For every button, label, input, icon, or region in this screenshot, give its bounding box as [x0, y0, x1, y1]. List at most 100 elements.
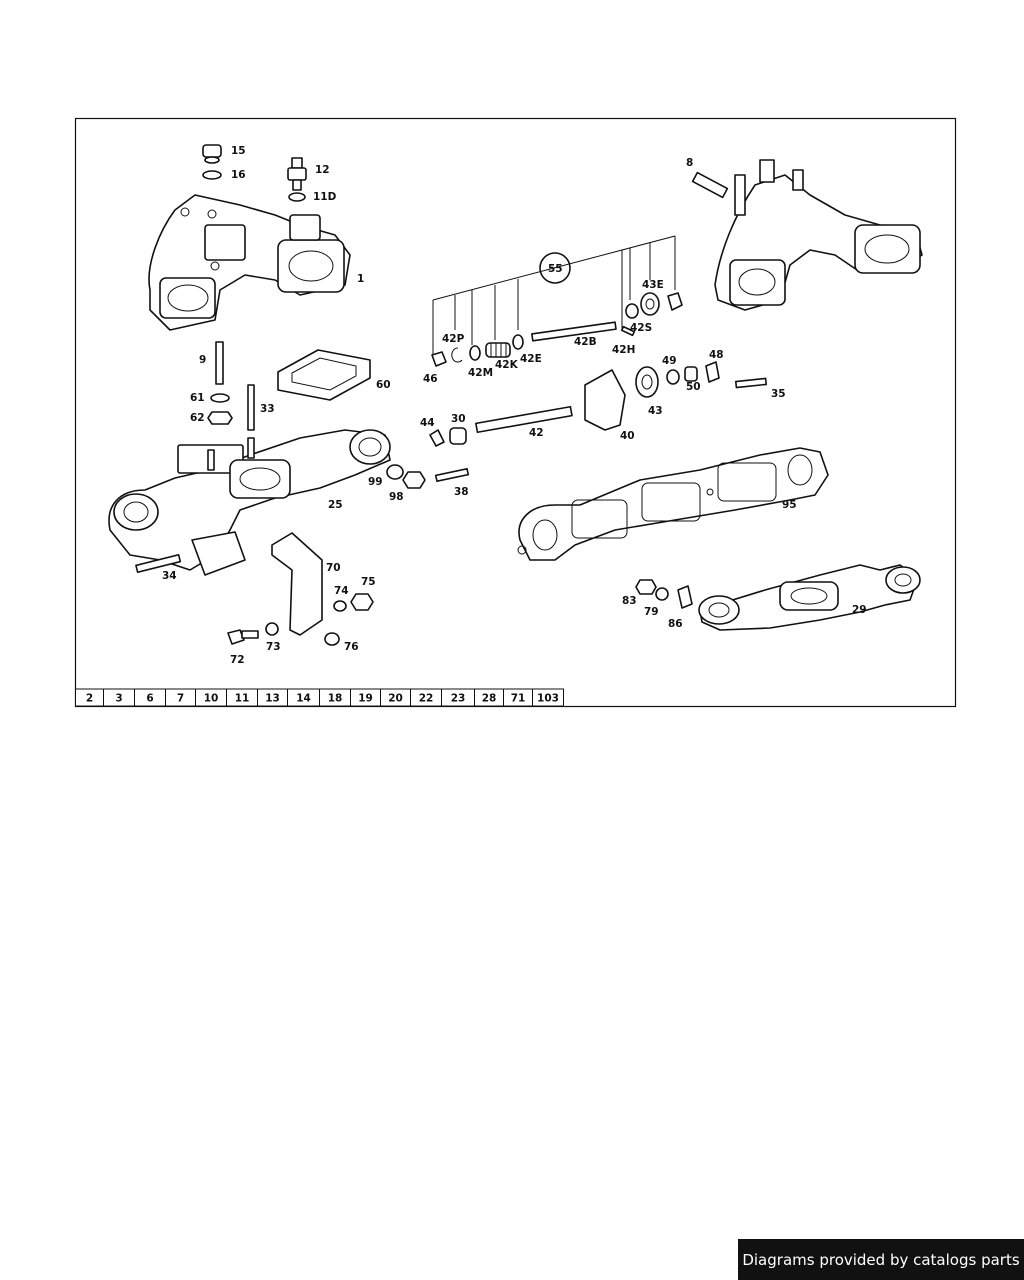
callout-label: 60	[376, 379, 391, 391]
gasket-part-95	[517, 447, 829, 561]
stud-part-34	[135, 553, 182, 574]
shaft-part-42	[475, 405, 573, 434]
clip-part-48	[705, 361, 720, 383]
bushing-part-30	[449, 427, 467, 445]
nut-part-62	[207, 411, 233, 425]
callout-label: 35	[771, 388, 786, 400]
reference-cell-label: 18	[328, 693, 343, 705]
callout-labels: 1 8 9 12 11D 15 16 25 29 30 33 34 35 38 …	[162, 145, 867, 666]
reference-cell-label: 3	[115, 693, 122, 705]
stud-part-38	[434, 467, 470, 483]
bolt-part-72	[227, 629, 259, 645]
callout-label: 38	[454, 486, 469, 498]
reference-cell: 7	[165, 688, 196, 707]
intake-manifold-part-1	[148, 194, 351, 331]
washer-part-99	[386, 464, 404, 480]
callout-label: 42S	[630, 322, 652, 334]
exhaust-manifold-part-29	[698, 564, 921, 631]
callout-label: 50	[686, 381, 701, 393]
callout-label: 74	[334, 585, 349, 597]
gasket-part-60	[277, 349, 371, 401]
reference-cell: 20	[380, 688, 411, 707]
callout-label: 75	[361, 576, 376, 588]
nut-part-75	[350, 593, 374, 611]
callout-label: 33	[260, 403, 275, 415]
reference-cell-label: 103	[537, 693, 559, 705]
reference-cell: 71	[503, 688, 533, 707]
stud-part-33	[247, 384, 255, 431]
callout-label: 46	[423, 373, 438, 385]
callout-label: 42B	[574, 336, 597, 348]
callout-label: 11D	[313, 191, 337, 203]
washer-part-73	[265, 622, 279, 636]
callout-label: 34	[162, 570, 177, 582]
fitting-part-8	[691, 171, 729, 199]
bearing-part-43E	[640, 292, 660, 316]
callout-label: 30	[451, 413, 466, 425]
reference-cell-label: 11	[235, 693, 250, 705]
washer-part-16	[202, 170, 222, 180]
reference-cell: 2	[75, 688, 104, 707]
clip-part-55-end	[667, 292, 683, 311]
callout-label: 42P	[442, 333, 465, 345]
fitting-part-12	[287, 157, 307, 191]
reference-cell-label: 28	[482, 693, 497, 705]
kit-group-55	[432, 235, 676, 355]
washer-part-49	[666, 369, 680, 385]
bracket-part-70	[271, 532, 323, 636]
callout-label: 29	[852, 604, 867, 616]
callout-label: 12	[315, 164, 330, 176]
washer-part-76	[324, 632, 340, 646]
pin-part-42H	[620, 325, 636, 337]
callout-label: 86	[668, 618, 683, 630]
reference-cell: 3	[103, 688, 135, 707]
reference-cell-label: 13	[265, 693, 280, 705]
callout-label: 42E	[520, 353, 542, 365]
callout-label: 40	[620, 430, 635, 442]
reference-cell-label: 23	[451, 693, 466, 705]
callout-label: 99	[368, 476, 383, 488]
reference-cell-label: 22	[419, 693, 434, 705]
reference-cell: 18	[319, 688, 351, 707]
callout-label: 98	[389, 491, 404, 503]
shaft-part-42B	[531, 321, 617, 342]
intake-manifold-upper-right	[714, 159, 923, 311]
credit-text: Diagrams provided by catalogs parts	[742, 1250, 1020, 1269]
reference-cell-label: 10	[204, 693, 219, 705]
nut-part-83	[635, 579, 657, 595]
stud-part-35	[734, 377, 768, 389]
callout-label: 15	[231, 145, 246, 157]
credit-badge: Diagrams provided by catalogs parts	[738, 1239, 1024, 1280]
callout-label: 16	[231, 169, 246, 181]
washer-part-61	[210, 393, 230, 403]
reference-cell: 11	[226, 688, 258, 707]
nut-part-98	[402, 471, 426, 489]
bushing-part-50	[684, 366, 698, 382]
reference-cell-label: 2	[86, 693, 93, 705]
ring-part-42P	[451, 347, 463, 363]
spring-part-42K	[485, 342, 511, 358]
bearing-part-43	[635, 366, 659, 398]
callout-label: 43E	[642, 279, 664, 291]
callout-label: 79	[644, 606, 659, 618]
callout-label: 44	[420, 417, 435, 429]
reference-cell-box	[532, 688, 564, 707]
callout-label: 61	[190, 392, 205, 404]
clip-part-86	[677, 585, 693, 609]
reference-cell-label: 6	[146, 693, 153, 705]
clip-part-44	[429, 429, 445, 447]
callout-label: 42M	[468, 367, 493, 379]
callout-label: 72	[230, 654, 245, 666]
callout-label: 62	[190, 412, 205, 424]
callout-label: 8	[686, 157, 693, 169]
reference-cell-label: 14	[296, 693, 311, 705]
exhaust-manifold-part-25	[108, 429, 391, 576]
reference-cell: 23	[441, 688, 475, 707]
callout-label: 43	[648, 405, 663, 417]
reference-cell: 6	[134, 688, 166, 707]
flap-part-40	[584, 369, 626, 431]
callout-label: 48	[709, 349, 724, 361]
reference-cell: 28	[474, 688, 504, 707]
